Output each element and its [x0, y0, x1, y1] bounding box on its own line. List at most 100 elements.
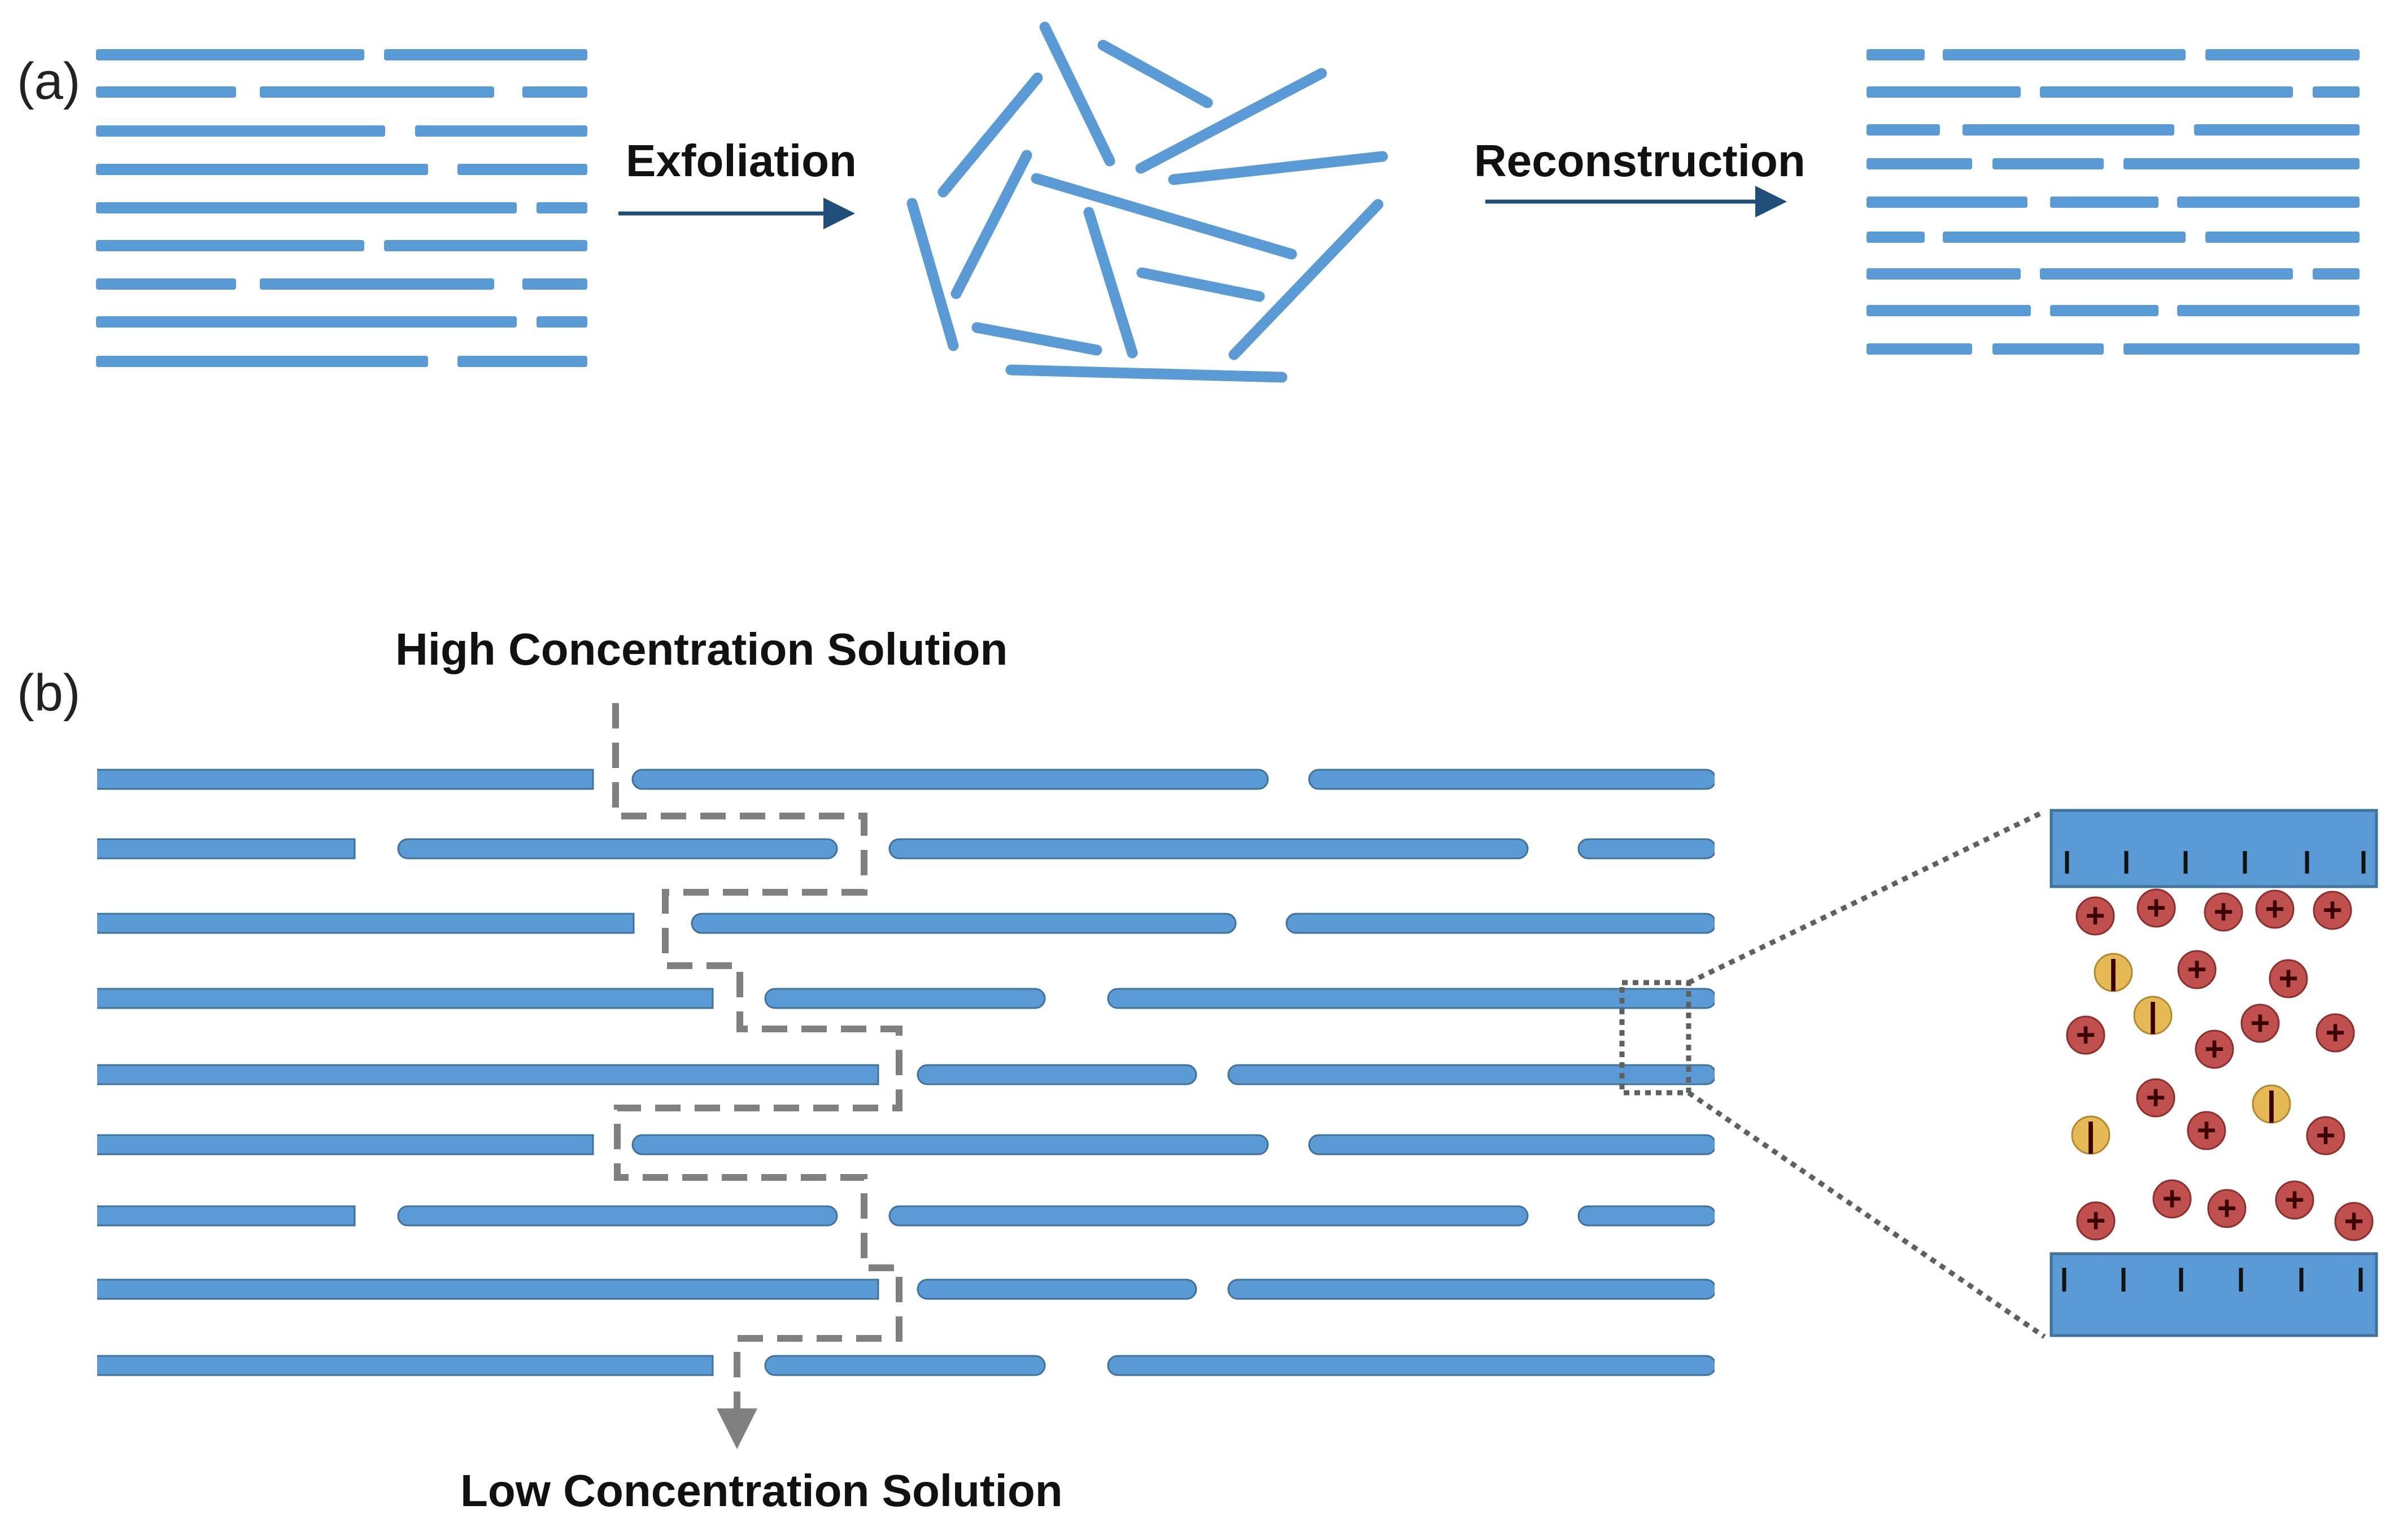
- stacked-layers-before: [96, 49, 587, 367]
- cation-ion: [2240, 1004, 2280, 1043]
- nanosheet: [96, 316, 517, 328]
- membrane-sheet: [95, 838, 356, 860]
- nanosheet: [1867, 49, 1925, 60]
- zoom-line-bottom: [1687, 1090, 2046, 1339]
- low-concentration-label: Low Concentration Solution: [460, 1465, 1063, 1516]
- membrane-sheet: [1107, 988, 1717, 1009]
- cation-symbol: +: [2086, 1202, 2105, 1240]
- nanosheet-fragment: [906, 198, 959, 351]
- cation-symbol: +: [2284, 1181, 2304, 1219]
- anion-symbol: |: [2267, 1085, 2277, 1123]
- nanosheet: [96, 164, 428, 175]
- nanosheet: [384, 240, 587, 251]
- nanosheet: [96, 240, 364, 251]
- exfoliation-label: Exfoliation: [626, 136, 857, 186]
- membrane-sheet: [95, 988, 714, 1009]
- cation-ion: [2195, 1029, 2234, 1069]
- left-edge-mask: [90, 734, 97, 1384]
- nanosheet: [1867, 124, 1940, 136]
- cation-ion: [2313, 891, 2352, 930]
- high-concentration-label: High Concentration Solution: [395, 624, 1008, 674]
- zoom-region-box: [1619, 980, 1691, 1096]
- cation-ion: [2187, 1111, 2226, 1150]
- membrane-sheet: [1227, 1279, 1717, 1300]
- nanosheet: [2205, 49, 2360, 60]
- cation-ion: [2136, 1078, 2175, 1118]
- cation-ion: [2075, 896, 2115, 936]
- nanosheet-fragment: [1228, 199, 1384, 360]
- membrane-sheet: [917, 1064, 1197, 1085]
- nanosheet: [537, 316, 587, 328]
- nanosheet: [1992, 343, 2104, 355]
- nanosheet: [2123, 343, 2360, 355]
- nanosheet: [96, 356, 428, 367]
- nanosheet: [96, 202, 517, 213]
- cation-symbol: +: [2204, 1030, 2224, 1068]
- layered-membrane: [90, 734, 1721, 1384]
- membrane-sheet: [1285, 913, 1717, 934]
- nanosheet: [2050, 197, 2158, 208]
- membrane-sheet: [1227, 1064, 1717, 1085]
- ions-in-channel: +++++++++++++++++++||||: [2066, 888, 2374, 1241]
- membrane-sheet: [1577, 838, 1717, 860]
- nanosheet-fragment: [1168, 151, 1388, 185]
- nanosheet: [2123, 158, 2360, 169]
- nanosheet-fragment: [950, 150, 1032, 299]
- nanosheet-fragment: [1097, 40, 1213, 108]
- nanosheet: [2177, 305, 2360, 316]
- nanosheet: [1943, 232, 2186, 243]
- membrane-sheet: [631, 1134, 1269, 1155]
- panel-b-label: (b): [17, 664, 80, 722]
- ion-transport-path: [612, 703, 902, 1449]
- membrane-sheet: [95, 1279, 879, 1300]
- nanosheet: [1867, 232, 1925, 243]
- membrane-sheet: [917, 1279, 1197, 1300]
- nanosheet: [1867, 86, 2021, 98]
- nanosheet: [415, 125, 587, 137]
- exfoliated-nanosheets: [906, 21, 1388, 383]
- nanosheet-fragment: [1039, 21, 1115, 167]
- zoom-line-top: [1687, 809, 2046, 985]
- cation-symbol: +: [2250, 1004, 2270, 1042]
- membrane-sheet: [95, 913, 635, 934]
- nanosheet: [2050, 305, 2158, 316]
- cation-ion: [2136, 888, 2176, 928]
- nanosheet: [2205, 232, 2360, 243]
- nanosheet: [457, 356, 587, 367]
- nanosheet: [1867, 197, 2027, 208]
- cation-symbol: +: [2344, 1202, 2364, 1240]
- membrane-sheet: [1107, 1355, 1717, 1376]
- nanosheet-fragment: [1005, 364, 1288, 383]
- cation-symbol: +: [2325, 1014, 2345, 1052]
- nanosheet: [522, 278, 587, 290]
- nanosheet: [522, 86, 587, 98]
- cation-ion: [2275, 1180, 2314, 1220]
- cation-ion: [2315, 1013, 2355, 1053]
- cation-ion: [2269, 959, 2308, 998]
- panel-a-label: (a): [17, 53, 80, 110]
- membrane-sheet: [397, 1205, 838, 1227]
- anion-ion: [2252, 1084, 2291, 1124]
- stacked-layers-reconstructed: [1867, 49, 2360, 355]
- nanosheet: [1867, 305, 2031, 316]
- nanosheet: [2177, 197, 2360, 208]
- membrane-sheet: [631, 769, 1269, 790]
- nanosheet-fragment: [971, 322, 1102, 356]
- cation-symbol: +: [2278, 959, 2298, 997]
- nanosheet: [1963, 124, 2174, 136]
- membrane-sheet: [1577, 1205, 1717, 1227]
- membrane-sheet: [95, 1205, 356, 1227]
- nanosheet-fragment: [1135, 68, 1327, 174]
- nanosheet: [2313, 86, 2360, 98]
- anion-symbol: |: [2109, 953, 2118, 992]
- cation-symbol: +: [2075, 1016, 2095, 1054]
- nanosheet: [1943, 49, 2186, 60]
- anion-ion: [2071, 1115, 2110, 1155]
- anion-ion: [2133, 996, 2173, 1035]
- nanosheet: [96, 86, 236, 98]
- nanosheet: [96, 278, 236, 290]
- membrane-sheet: [397, 838, 838, 860]
- cation-symbol: +: [2315, 1116, 2335, 1154]
- membrane-sheet: [95, 1064, 879, 1085]
